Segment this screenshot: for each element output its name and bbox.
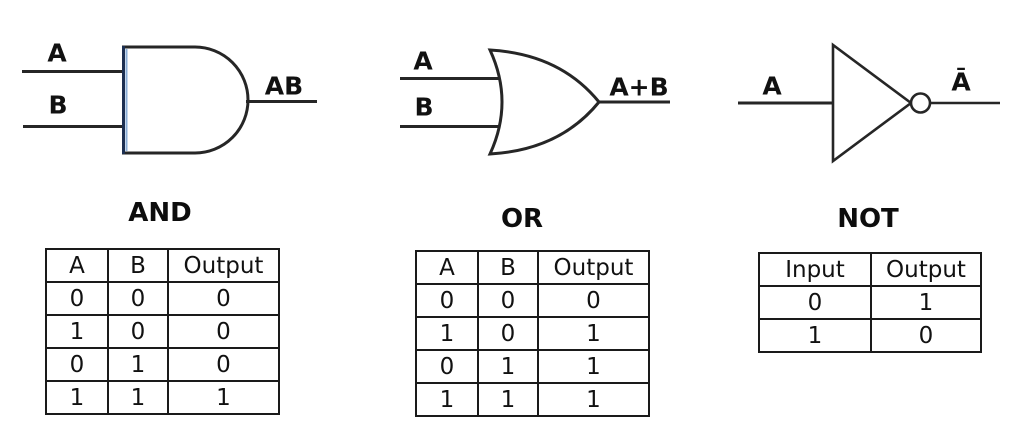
cell: 1 [477, 349, 539, 384]
cell: 1 [415, 316, 479, 351]
table-row: 0 0 0 [415, 283, 650, 318]
cell: 0 [415, 283, 479, 318]
cell: 0 [477, 316, 539, 351]
not-gate-figure [738, 42, 1000, 164]
cell: 0 [758, 285, 872, 320]
not-input-label: A [762, 71, 782, 101]
cell: 0 [45, 281, 109, 316]
or-input-b-label: B [414, 92, 434, 122]
cell: 1 [107, 347, 169, 382]
table-header-row: A B Output [415, 250, 650, 285]
table-row: 0 1 [758, 285, 982, 320]
table-row: 1 0 [758, 318, 982, 353]
and-gate-icon [122, 45, 250, 155]
or-truth-table: A B Output 0 0 0 1 0 1 0 1 1 1 [415, 250, 650, 417]
not-inverter-bubble-icon [909, 92, 932, 114]
table-row: 0 1 1 [415, 349, 650, 384]
column-header: Output [870, 252, 982, 287]
not-output-label: Ā [951, 67, 971, 97]
column-header: B [107, 248, 169, 283]
cell: 1 [537, 382, 650, 417]
cell: 0 [477, 283, 539, 318]
column-header: A [415, 250, 479, 285]
and-input-a-label: A [47, 38, 67, 68]
cell: 1 [537, 349, 650, 384]
cell: 1 [167, 380, 280, 415]
table-row: 1 0 1 [415, 316, 650, 351]
table-header-row: A B Output [45, 248, 280, 283]
cell: 0 [167, 281, 280, 316]
cell: 0 [107, 314, 169, 349]
and-gate-figure [22, 45, 317, 155]
table-row: 1 1 1 [415, 382, 650, 417]
column-header: Input [758, 252, 872, 287]
or-input-a-label: A [413, 46, 433, 76]
cell: 0 [415, 349, 479, 384]
cell: 0 [537, 283, 650, 318]
column-header: B [477, 250, 539, 285]
or-gate-icon [487, 48, 601, 156]
table-row: 1 1 1 [45, 380, 280, 415]
cell: 0 [45, 347, 109, 382]
not-truth-table: Input Output 0 1 1 0 [758, 252, 982, 353]
and-output-label: AB [264, 71, 304, 101]
or-output-label: A+B [609, 72, 669, 102]
cell: 1 [107, 380, 169, 415]
cell: 1 [758, 318, 872, 353]
cell: 1 [870, 285, 982, 320]
cell: 0 [167, 347, 280, 382]
cell: 1 [537, 316, 650, 351]
cell: 1 [45, 314, 109, 349]
column-header: Output [537, 250, 650, 285]
or-gate-title: OR [500, 204, 544, 234]
and-truth-table: A B Output 0 0 0 1 0 0 0 1 0 1 [45, 248, 280, 415]
not-gate-icon [831, 42, 914, 164]
table-header-row: Input Output [758, 252, 982, 287]
table-row: 0 1 0 [45, 347, 280, 382]
cell: 0 [167, 314, 280, 349]
cell: 0 [870, 318, 982, 353]
cell: 0 [107, 281, 169, 316]
or-gate-figure [400, 48, 670, 156]
cell: 1 [415, 382, 479, 417]
table-row: 1 0 0 [45, 314, 280, 349]
column-header: A [45, 248, 109, 283]
and-input-b-label: B [48, 90, 68, 120]
table-row: 0 0 0 [45, 281, 280, 316]
not-gate-title: NOT [837, 204, 899, 234]
cell: 1 [477, 382, 539, 417]
cell: 1 [45, 380, 109, 415]
column-header: Output [167, 248, 280, 283]
and-gate-title: AND [128, 198, 192, 228]
